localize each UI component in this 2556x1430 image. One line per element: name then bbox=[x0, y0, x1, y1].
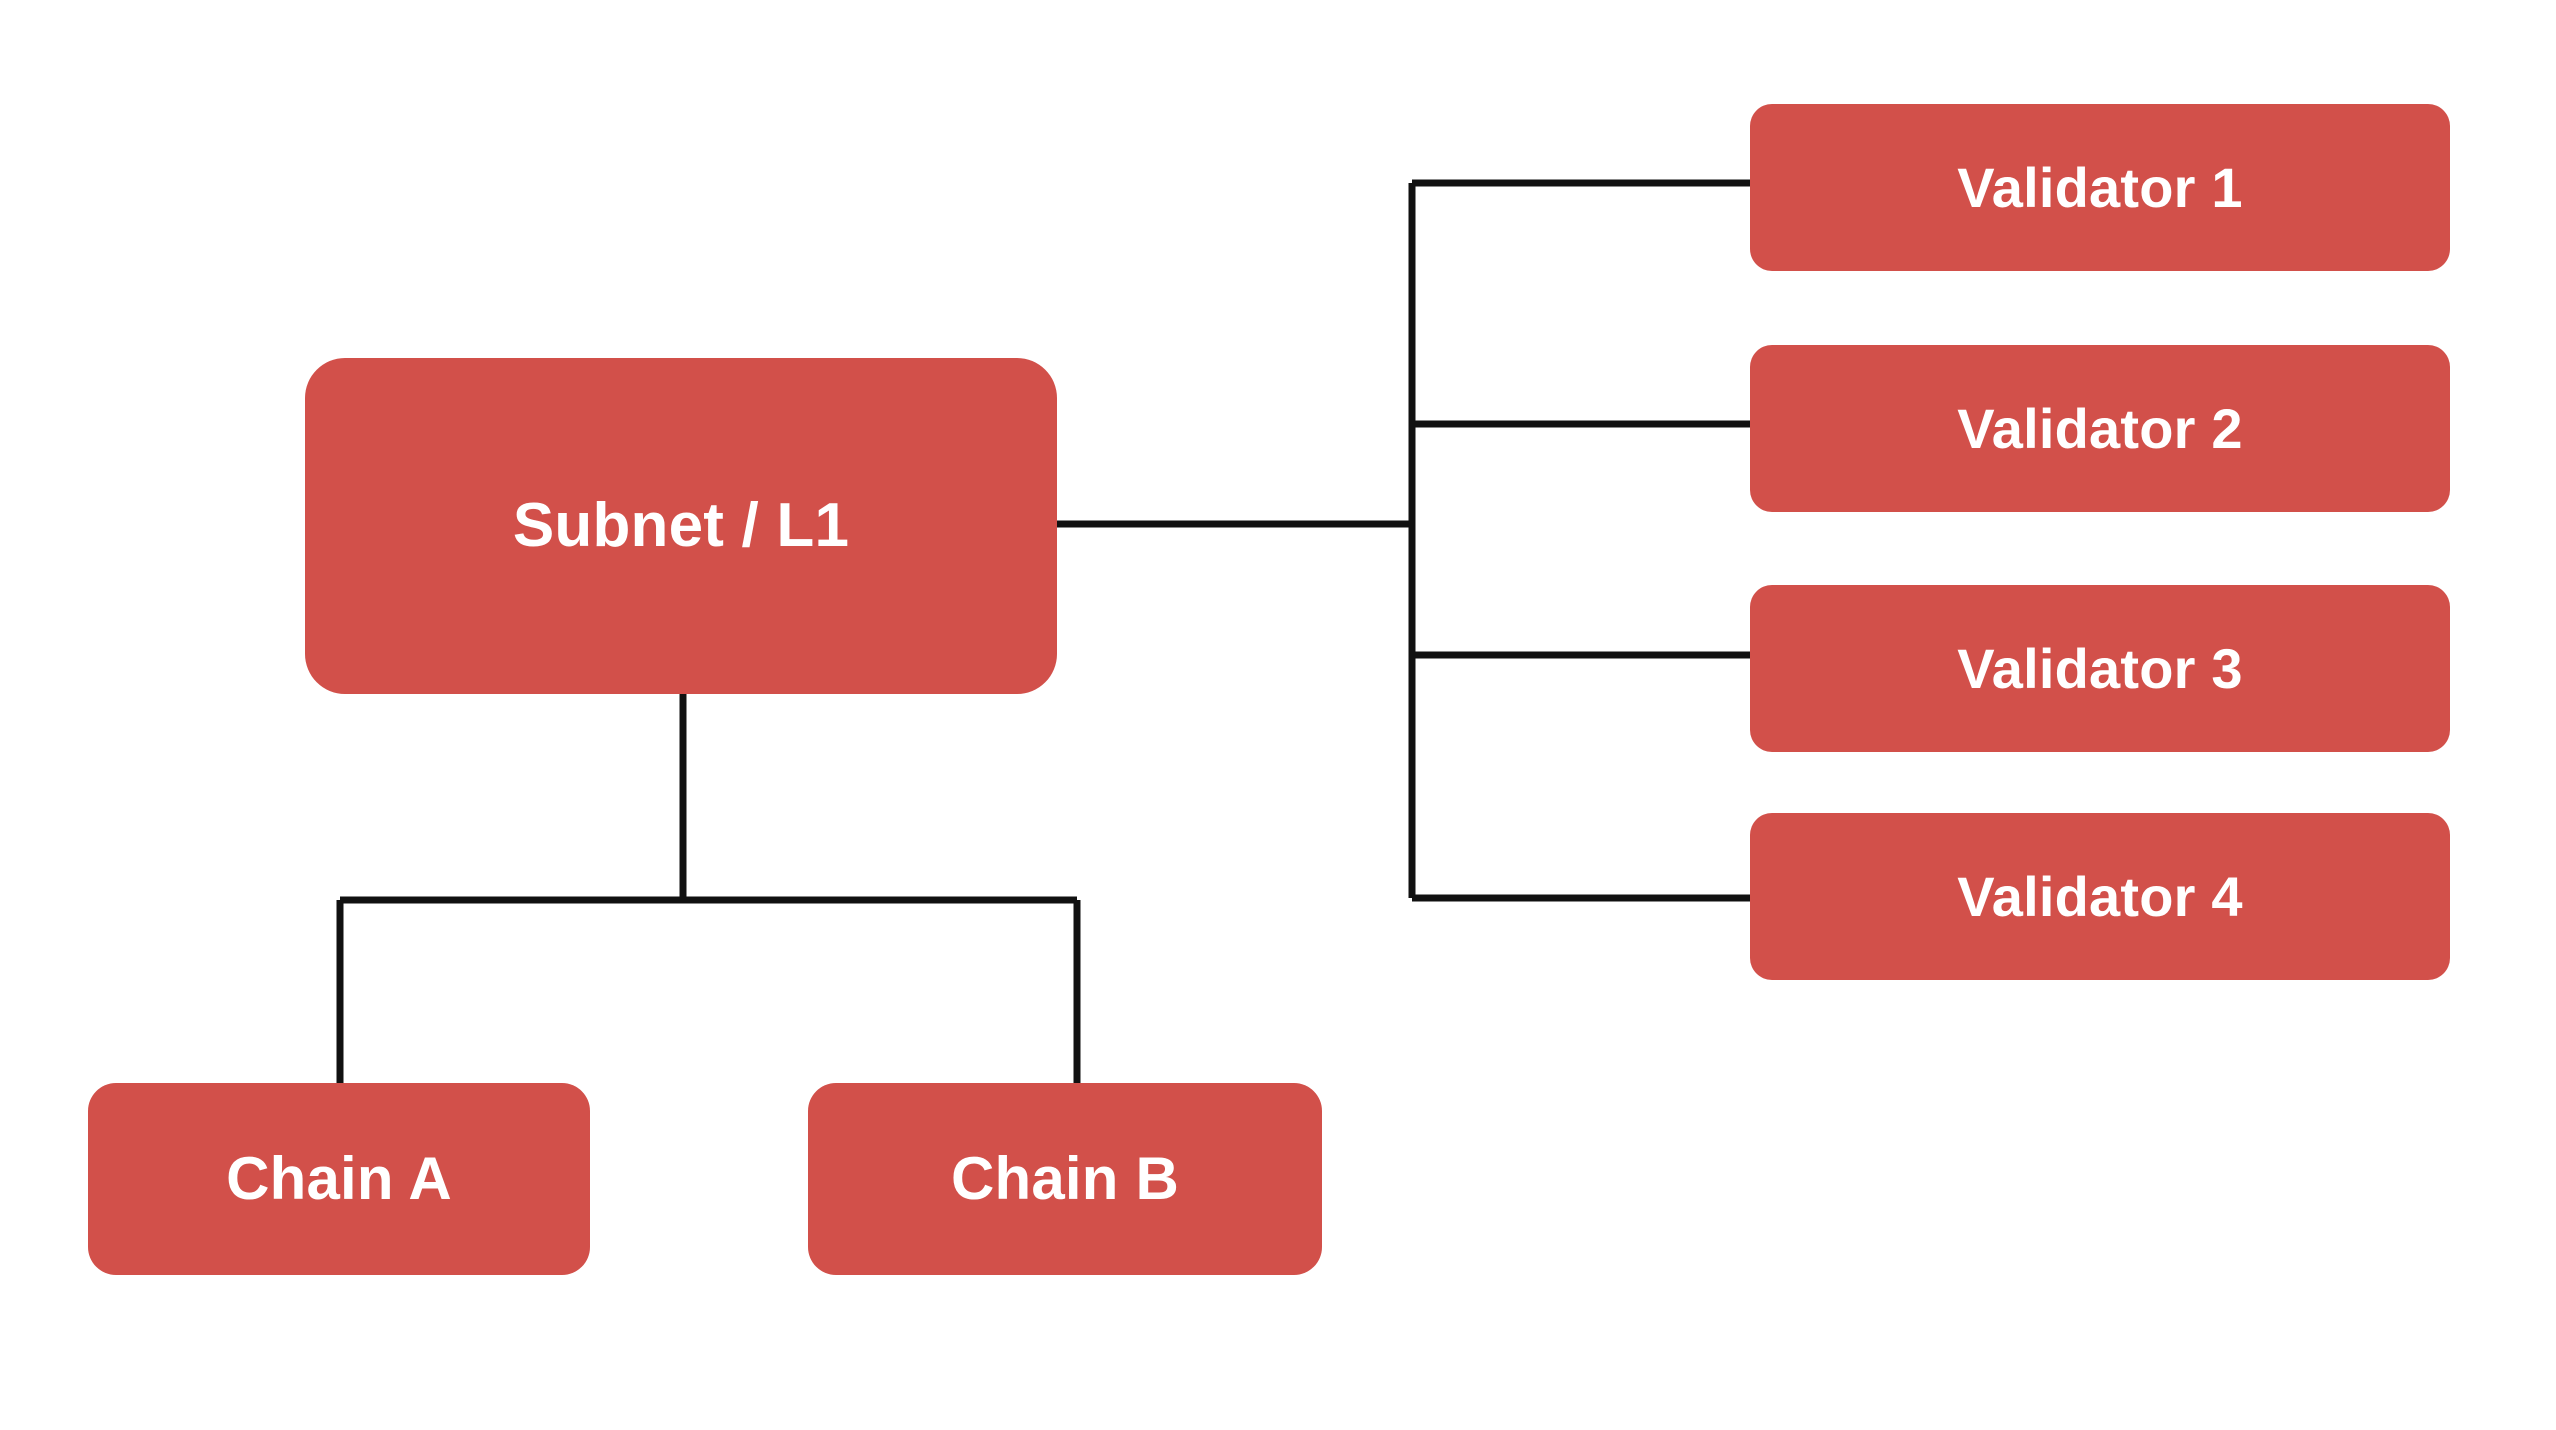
node-label-subnet-l1: Subnet / L1 bbox=[512, 490, 850, 560]
node-chain-b[interactable]: Chain B bbox=[808, 1083, 1322, 1275]
node-label-validator-4: Validator 4 bbox=[1957, 864, 2243, 928]
node-label-validator-1: Validator 1 bbox=[1957, 155, 2243, 219]
node-label-chain-a: Chain A bbox=[226, 1145, 452, 1212]
node-subnet-l1[interactable]: Subnet / L1 bbox=[305, 358, 1057, 694]
node-validator-2[interactable]: Validator 2 bbox=[1750, 345, 2450, 512]
node-chain-a[interactable]: Chain A bbox=[88, 1083, 590, 1275]
node-validator-3[interactable]: Validator 3 bbox=[1750, 585, 2450, 752]
node-label-validator-2: Validator 2 bbox=[1957, 396, 2243, 460]
node-label-chain-b: Chain B bbox=[950, 1145, 1180, 1212]
node-validator-4[interactable]: Validator 4 bbox=[1750, 813, 2450, 980]
node-validator-1[interactable]: Validator 1 bbox=[1750, 104, 2450, 271]
node-label-validator-3: Validator 3 bbox=[1957, 636, 2243, 700]
